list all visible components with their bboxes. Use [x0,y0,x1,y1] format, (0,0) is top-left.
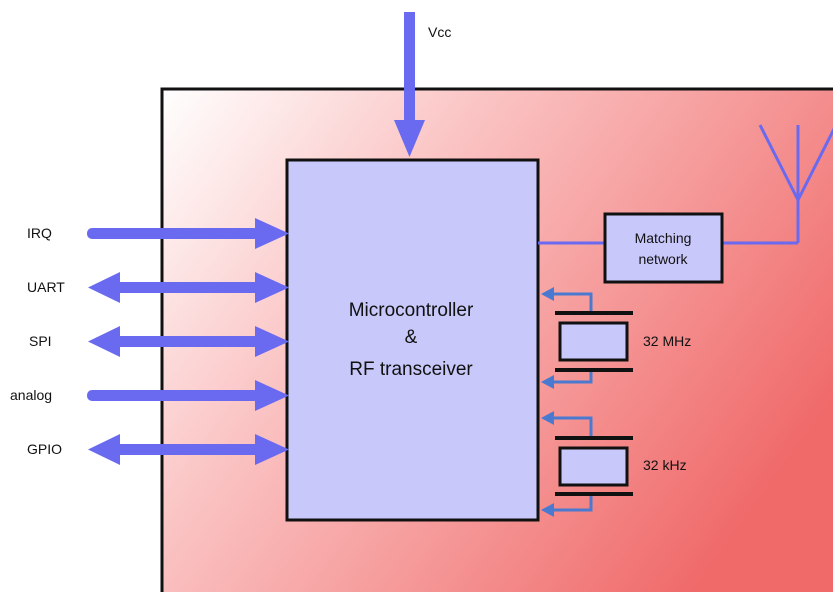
microcontroller-block [285,158,540,522]
signal-label-irq: IRQ [27,225,52,241]
chip-label-line3: RF transceiver [349,359,473,380]
signal-label-uart: UART [27,279,65,295]
chip-label-line2: & [405,327,418,348]
crystal-32mhz-label: 32 MHz [643,333,691,349]
crystal-32mhz [541,287,633,389]
uart-arrow [88,272,289,303]
gpio-arrow [88,434,289,465]
signal-label-analog: analog [10,387,52,403]
crystal-32khz-label: 32 kHz [643,457,687,473]
antenna-icon [758,124,833,201]
vcc-arrow [394,12,425,157]
matching-network-block [603,212,724,284]
signal-label-gpio: GPIO [27,441,62,457]
vcc-label: Vcc [428,24,451,40]
irq-arrow [87,218,289,249]
matching-label-line2: network [638,251,688,267]
chip-label-line1: Microcontroller [349,300,474,321]
crystal-32khz [541,411,633,517]
spi-arrow [88,326,289,357]
rf-connection [538,197,800,245]
matching-label-line1: Matching [635,230,692,246]
signal-label-spi: SPI [29,333,52,349]
analog-arrow [87,380,289,411]
